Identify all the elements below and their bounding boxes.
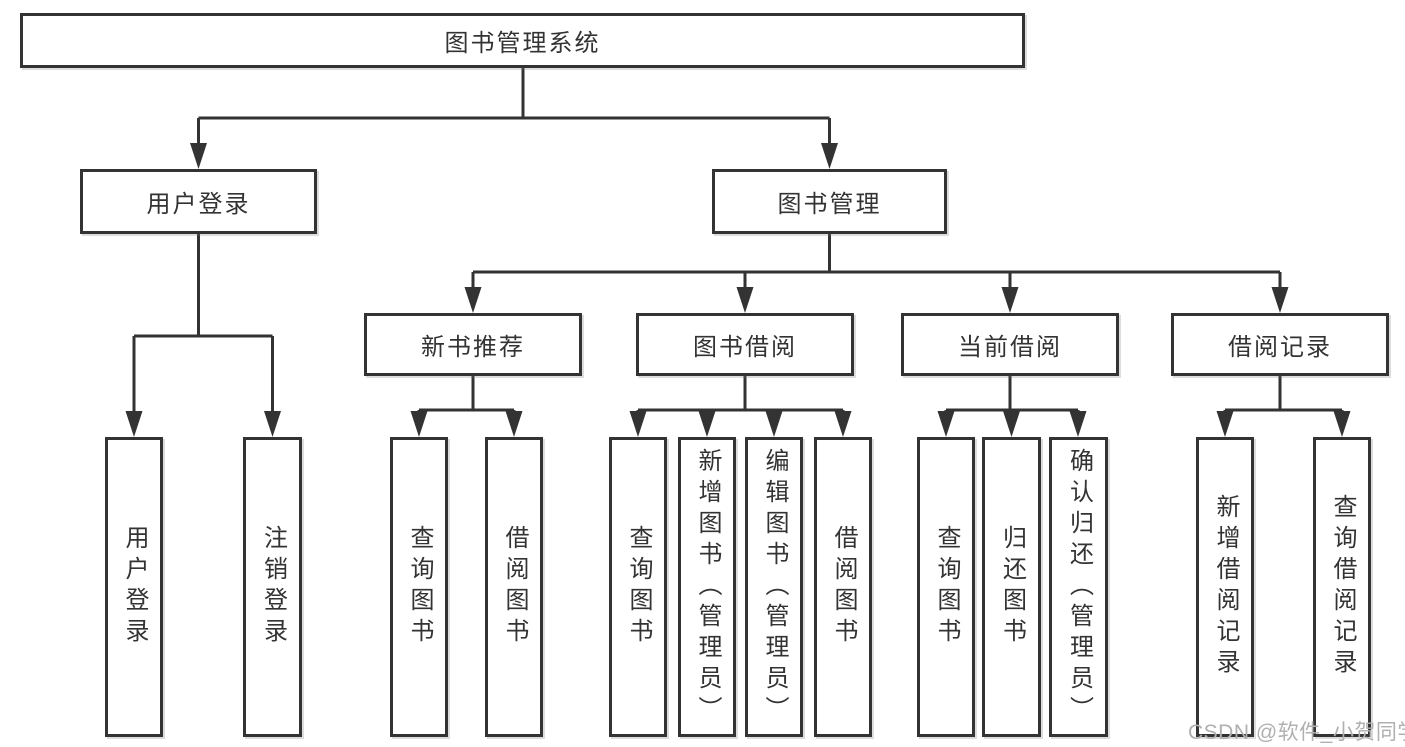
leaf-borrow-add-books-admin: 新增图书（管理员） <box>678 437 736 737</box>
arrow-down-icon <box>264 411 281 437</box>
csdn-watermark: CSDN @软件_小贺同学 <box>1188 721 1405 744</box>
arrow-down-icon <box>821 143 838 169</box>
arrow-down-icon <box>190 143 207 169</box>
arrow-down-icon <box>410 411 428 437</box>
leaf-records-query-borrow-record: 查询借阅记录 <box>1313 437 1371 737</box>
arrow-down-icon <box>1069 411 1087 437</box>
leaf-recommend-borrow-books: 借阅图书 <box>485 437 543 737</box>
arrow-down-icon <box>698 411 716 437</box>
arrow-down-icon <box>1333 411 1351 437</box>
leaf-current-return-books: 归还图书 <box>982 437 1041 737</box>
arrow-down-icon <box>464 287 482 313</box>
leaf-user-login: 用户登录 <box>105 437 163 737</box>
node-user-login: 用户登录 <box>80 169 317 234</box>
leaf-current-query-books: 查询图书 <box>917 437 975 737</box>
arrow-down-icon <box>937 411 955 437</box>
node-library-system-root: 图书管理系统 <box>20 13 1025 68</box>
arrow-down-icon <box>125 411 143 437</box>
leaf-logout: 注销登录 <box>243 437 302 737</box>
leaf-borrow-edit-books-admin: 编辑图书（管理员） <box>745 437 803 737</box>
node-book-borrowing: 图书借阅 <box>636 313 854 376</box>
node-book-management: 图书管理 <box>712 169 947 234</box>
arrow-down-icon <box>505 411 523 437</box>
arrow-down-icon <box>1216 411 1234 437</box>
arrow-down-icon <box>1001 287 1019 313</box>
node-borrowing-records: 借阅记录 <box>1171 313 1389 376</box>
arrow-down-icon <box>765 411 783 437</box>
node-new-book-recommendation: 新书推荐 <box>364 313 582 376</box>
node-current-borrowing: 当前借阅 <box>901 313 1119 376</box>
leaf-borrow-query-books: 查询图书 <box>609 437 667 737</box>
leaf-borrow-borrow-books: 借阅图书 <box>814 437 872 737</box>
arrow-down-icon <box>1003 411 1020 437</box>
arrow-down-icon <box>1271 287 1289 313</box>
arrow-down-icon <box>834 411 852 437</box>
leaf-current-confirm-return-admin: 确认归还（管理员） <box>1049 437 1108 737</box>
leaf-recommend-query-books: 查询图书 <box>390 437 448 737</box>
leaf-records-add-borrow-record: 新增借阅记录 <box>1196 437 1254 737</box>
arrow-down-icon <box>736 287 754 313</box>
arrow-down-icon <box>629 411 647 437</box>
arrowheads <box>125 143 1351 437</box>
